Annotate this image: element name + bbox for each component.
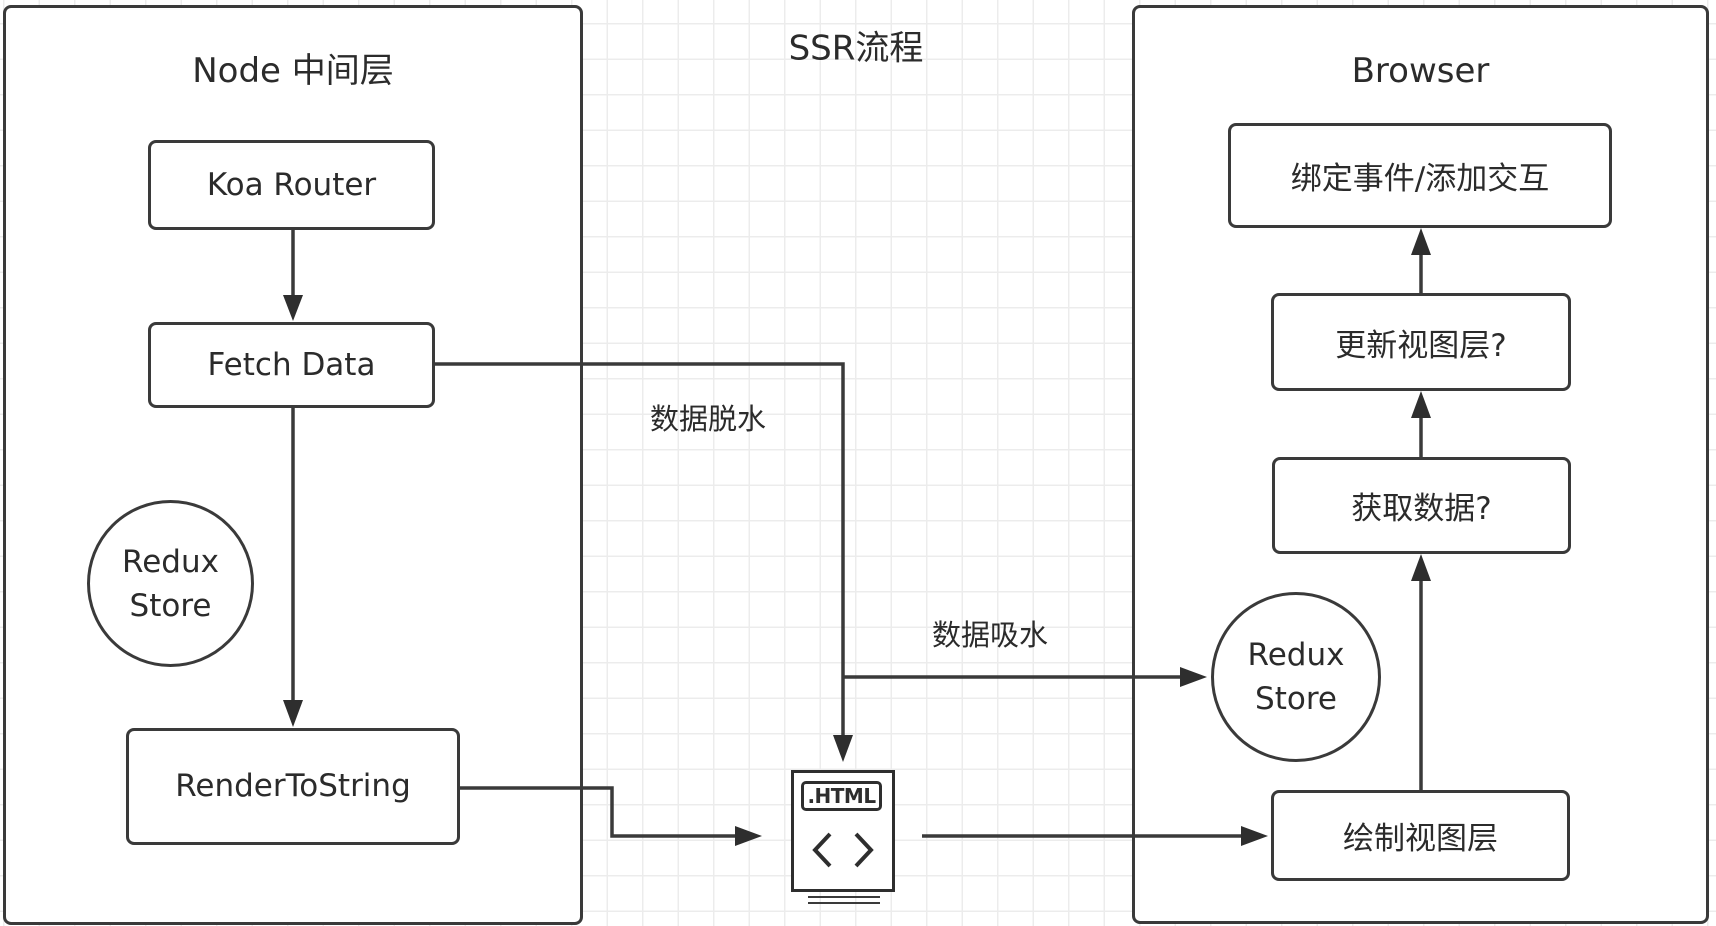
node-panel-title: Node 中间层: [192, 51, 394, 91]
fetch-data-question-label: 获取数据?: [1351, 491, 1492, 527]
render-to-string-node[interactable]: RenderToString: [126, 728, 460, 845]
fetch-data-node[interactable]: Fetch Data: [148, 322, 435, 408]
arrowhead-right: [735, 826, 762, 846]
redux-store-line1: Redux: [1247, 637, 1345, 673]
node-redux-store[interactable]: Redux Store: [87, 500, 254, 667]
code-brackets-icon: [794, 830, 892, 874]
koa-router-node[interactable]: Koa Router: [148, 140, 435, 230]
render-view-node[interactable]: 绘制视图层: [1271, 790, 1570, 881]
html-file-underline: [808, 896, 880, 904]
update-view-node[interactable]: 更新视图层?: [1271, 293, 1571, 391]
html-tag-label: .HTML: [801, 781, 882, 811]
dehydrate-label: 数据脱水: [649, 402, 767, 436]
render-to-string-label: RenderToString: [175, 767, 411, 804]
redux-store-line2: Store: [129, 587, 212, 624]
render-view-label: 绘制视图层: [1343, 821, 1498, 857]
hydrate-label: 数据吸水: [931, 618, 1049, 652]
fetch-data-question-node[interactable]: 获取数据?: [1272, 457, 1571, 554]
redux-store-line1: Redux: [122, 543, 219, 580]
bind-events-label: 绑定事件/添加交互: [1290, 161, 1550, 197]
koa-router-label: Koa Router: [206, 167, 377, 203]
bind-events-node[interactable]: 绑定事件/添加交互: [1228, 123, 1612, 228]
html-file-icon[interactable]: .HTML: [791, 770, 895, 892]
browser-redux-store[interactable]: Redux Store: [1211, 592, 1381, 762]
fetch-data-label: Fetch Data: [207, 347, 376, 383]
arrowhead-down: [833, 735, 853, 762]
diagram-title: SSR流程: [788, 28, 924, 69]
redux-store-line2: Store: [1255, 681, 1337, 717]
browser-panel-title: Browser: [1351, 51, 1490, 91]
update-view-label: 更新视图层?: [1335, 327, 1507, 364]
